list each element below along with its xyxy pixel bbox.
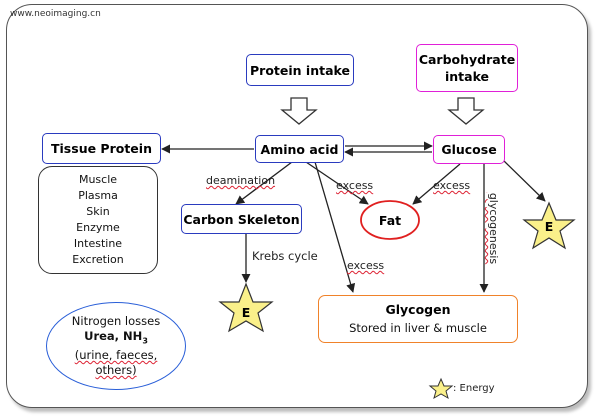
list-item: Plasma: [78, 189, 118, 202]
arrow-glucose-to-energy: [502, 159, 546, 202]
label-deamination: deamination: [206, 174, 276, 187]
amino-acid-box: Amino acid: [255, 135, 344, 163]
hollow-arrow-carbohydrate: [447, 97, 485, 125]
nitrogen-title: Nitrogen losses: [71, 313, 161, 328]
list-item: Skin: [86, 205, 110, 218]
label-krebs-cycle: Krebs cycle: [252, 249, 318, 263]
list-item: Intestine: [73, 237, 123, 250]
arrow-amino-to-fat: [305, 161, 369, 205]
arrow-amino-to-glycogen: [314, 161, 356, 293]
protein-intake-box: Protein intake: [246, 54, 354, 86]
protein-intake-label: Protein intake: [250, 62, 350, 78]
tissue-protein-label: Tissue Protein: [51, 141, 152, 156]
carbohydrate-intake-label: Carbohydrate intake: [418, 52, 516, 84]
label-excess-amino-glycogen: excess: [347, 259, 385, 272]
legend-energy-label: : Energy: [453, 383, 495, 394]
tissue-protein-list: Muscle Plasma Skin Enzyme Intestine Excr…: [38, 166, 158, 274]
carbon-skeleton-label: Carbon Skeleton: [183, 211, 300, 227]
label-glycogenesis: glycogenesis: [487, 192, 501, 265]
tissue-protein-box: Tissue Protein: [42, 133, 161, 164]
fat-label-wrap: Fat: [362, 208, 418, 232]
arrow-glucose-to-fat: [412, 163, 461, 205]
arrow-amino-to-carbon-skeleton: [235, 161, 293, 205]
carbohydrate-intake-box: Carbohydrate intake: [416, 44, 518, 92]
energy-symbol-left: E: [241, 304, 251, 320]
glucose-box: Glucose: [433, 135, 505, 164]
nitrogen-compounds: Urea, NH3: [84, 328, 148, 346]
fat-node: [360, 200, 420, 240]
nitrogen-detail: (urine, faeces, others): [74, 348, 158, 378]
glycogen-box: Glycogen Stored in liver & muscle: [318, 295, 518, 343]
label-excess-amino-fat: excess: [336, 179, 374, 192]
glycogen-title: Glycogen: [385, 302, 451, 317]
watermark: www.neoimaging.cn: [10, 9, 101, 19]
energy-star-left: [218, 282, 274, 333]
label-excess-glucose-fat: excess: [433, 179, 471, 192]
glucose-label: Glucose: [441, 142, 497, 157]
glycogen-subtitle: Stored in liver & muscle: [349, 321, 487, 335]
amino-acid-label: Amino acid: [260, 141, 339, 157]
hollow-arrow-protein: [280, 97, 318, 125]
list-item: Muscle: [78, 173, 118, 186]
energy-star-right: [522, 201, 576, 250]
list-item: Excretion: [72, 253, 124, 266]
legend-star-icon: [428, 377, 454, 400]
nitrogen-losses-ellipse: Nitrogen losses Urea, NH3 (urine, faeces…: [46, 302, 186, 390]
list-item: Enzyme: [76, 221, 120, 234]
carbon-skeleton-box: Carbon Skeleton: [181, 204, 302, 234]
fat-label: Fat: [378, 212, 402, 228]
energy-symbol-right: E: [544, 218, 554, 234]
